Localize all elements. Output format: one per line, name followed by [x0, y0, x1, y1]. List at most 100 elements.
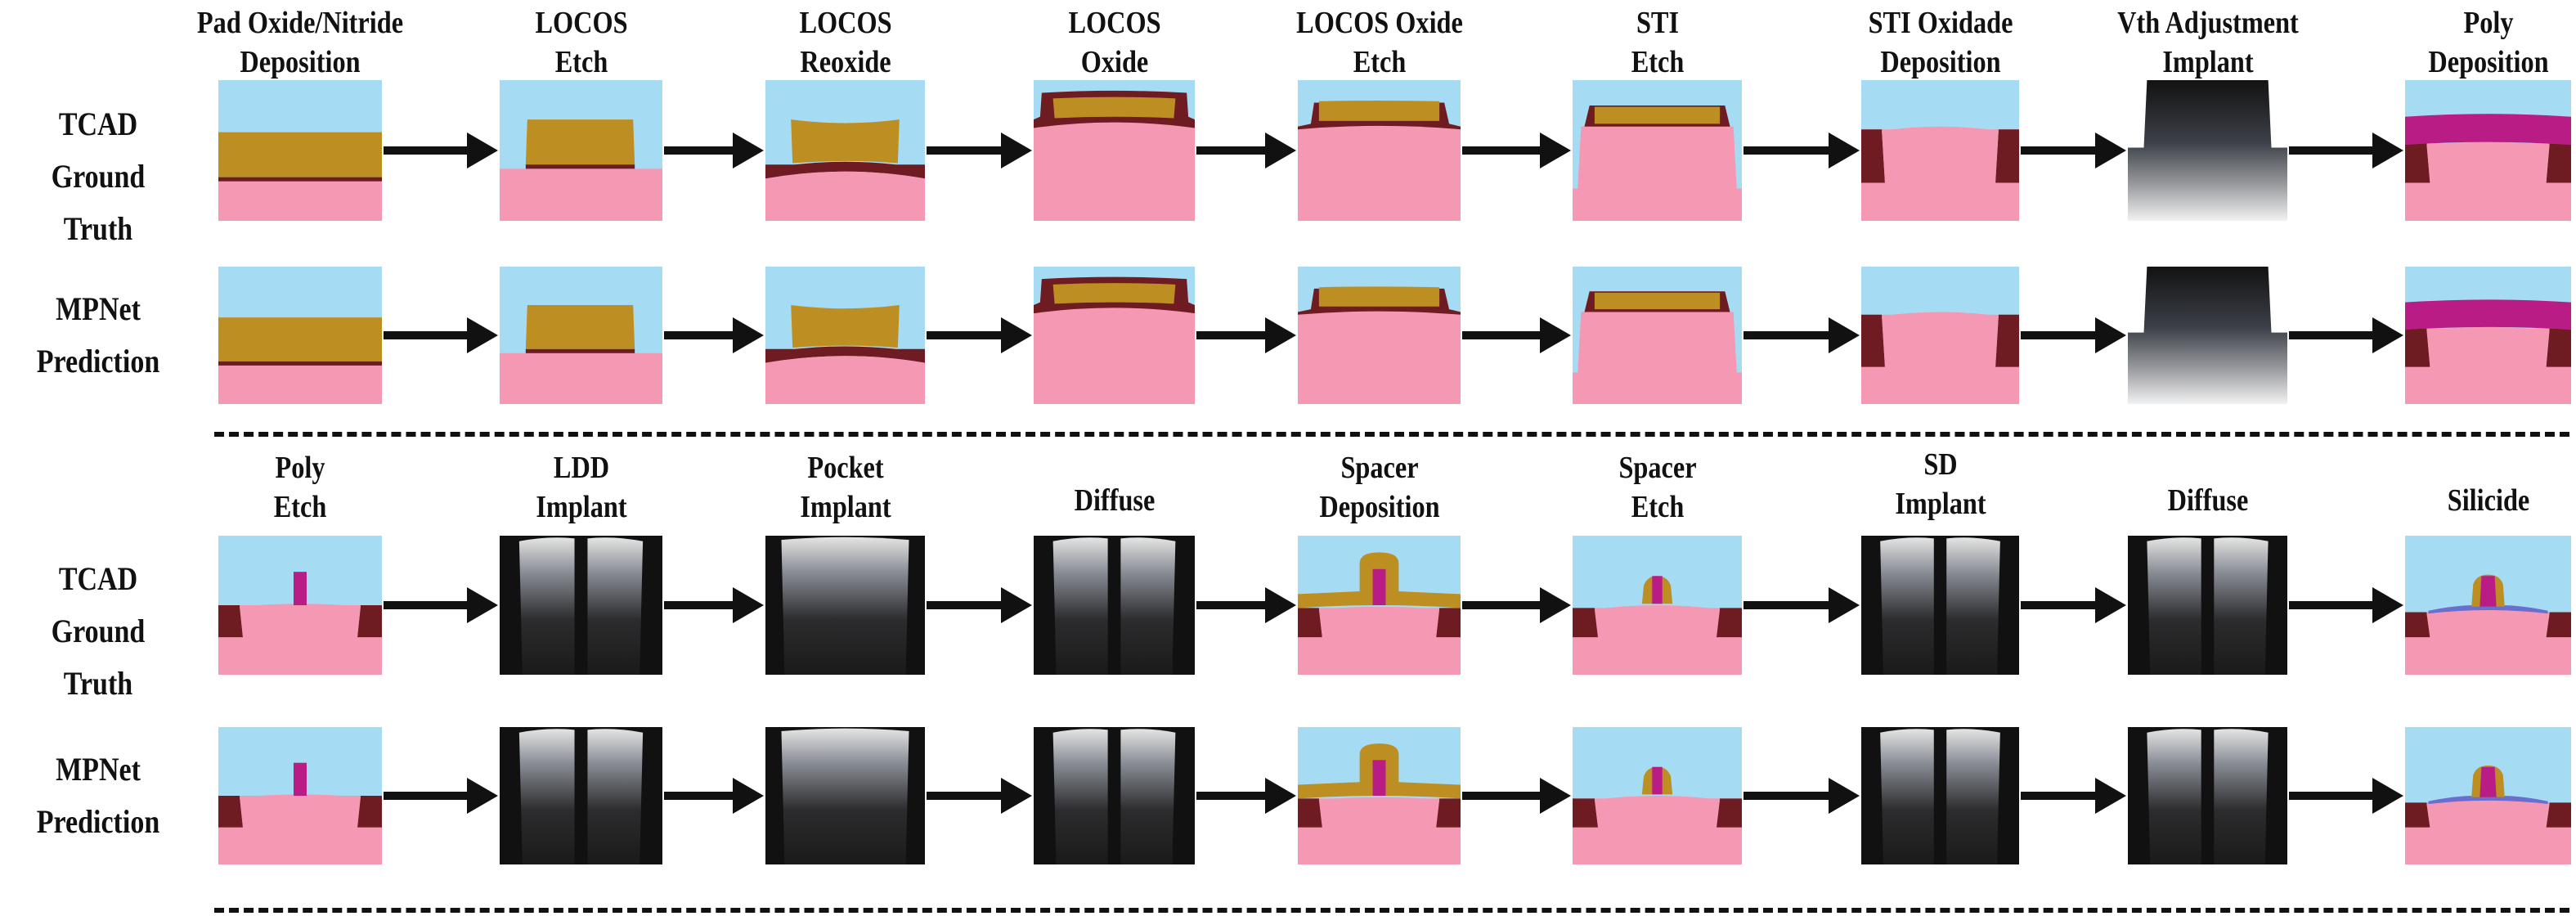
substrate	[218, 365, 382, 404]
nitride-layer	[218, 317, 382, 361]
cross-section-spacer-dep	[1298, 536, 1461, 675]
step-title-line: LDD	[553, 451, 609, 485]
doping-right	[2214, 729, 2269, 864]
arrow-shaft	[384, 331, 470, 339]
doping-left	[2147, 729, 2201, 864]
arrow-shaft	[384, 792, 470, 800]
cross-section-image	[1034, 536, 1195, 675]
arrow-head	[1829, 132, 1860, 168]
sti-oxide-right	[1995, 314, 2019, 367]
arrow-head	[1540, 587, 1571, 623]
cross-section-image	[1861, 536, 2019, 675]
arrow-shaft	[1744, 601, 1832, 609]
arrow-shaft	[2021, 331, 2098, 339]
cross-section-implant	[1861, 727, 2019, 864]
nitride-block	[1052, 97, 1176, 119]
cross-section-locos-oxide	[1034, 267, 1195, 404]
sti-oxide-left	[218, 605, 243, 638]
pad-oxide	[218, 177, 382, 182]
arrow-head	[1540, 132, 1571, 168]
sti-oxide-right	[2546, 612, 2571, 638]
cross-section-image	[218, 727, 382, 864]
substrate	[1573, 309, 1742, 404]
step-title-line: Oxide	[1080, 45, 1148, 79]
cross-section-image	[1573, 727, 1742, 864]
silicide-layer	[2428, 605, 2548, 614]
step-title-line: LOCOS	[1067, 6, 1161, 40]
doping-right	[587, 537, 644, 675]
poly-gate	[2480, 576, 2497, 607]
cross-section-locos-oxide	[1034, 80, 1195, 221]
doping-right	[587, 729, 644, 864]
arrow-head	[1001, 132, 1032, 168]
active-region	[2426, 800, 2550, 828]
sti-oxide-left	[1861, 314, 1885, 367]
step-title-line: Etch	[1631, 45, 1684, 79]
arrow-shaft	[927, 601, 1004, 609]
step-title-line: Deposition	[1318, 490, 1440, 524]
pad-oxide	[525, 348, 635, 353]
sti-oxide-right	[357, 796, 382, 828]
step-title-line: Deposition	[2427, 45, 2549, 79]
cross-section-image	[1034, 80, 1195, 221]
step-title: Diffuse	[990, 481, 1240, 520]
section-divider	[214, 432, 2569, 437]
doping-left	[1052, 537, 1108, 675]
nitride-block	[1594, 106, 1721, 124]
cross-section-silicide	[2405, 536, 2571, 675]
cross-section-silicide	[2405, 727, 2571, 864]
doping-profile	[2128, 80, 2287, 221]
doping-left	[1880, 537, 1934, 675]
step-title-line: Implant	[2161, 45, 2254, 79]
cross-section-image	[765, 536, 925, 675]
sti-oxide-left	[1298, 608, 1322, 638]
step-title-line: Etch	[1631, 490, 1684, 524]
arrow-head	[467, 587, 498, 623]
arrow-shaft	[664, 331, 736, 339]
doping-left	[1052, 729, 1108, 864]
arrow-shaft	[1196, 331, 1268, 339]
nitride-block	[1594, 292, 1721, 310]
poly-gate	[1372, 760, 1386, 796]
step-title-line: Diffuse	[2167, 483, 2248, 518]
arrow-head	[2095, 317, 2126, 353]
substrate	[765, 171, 925, 221]
sti-oxide-right	[1995, 129, 2019, 183]
step-title-line: Diffuse	[1074, 483, 1155, 518]
cross-section-poly-dep	[2405, 80, 2571, 221]
arrow-shaft	[1462, 331, 1543, 339]
step-title-line: LOCOS	[534, 6, 628, 40]
step-title: LOCOS Oxide	[990, 3, 1240, 82]
cross-section-image	[2128, 536, 2287, 675]
sti-oxide-left	[1298, 798, 1322, 828]
cross-section-sti-etch	[1573, 80, 1742, 221]
substrate	[500, 352, 662, 404]
doping-left	[2147, 537, 2201, 675]
nitride-block	[791, 305, 900, 348]
substrate	[1298, 125, 1461, 221]
doping-profile	[2128, 267, 2287, 404]
step-title: Diffuse	[2083, 481, 2333, 520]
doping-left	[518, 729, 575, 864]
arrow-shaft	[664, 146, 736, 155]
doping-profile	[781, 728, 909, 864]
cross-section-implant	[1034, 727, 1195, 864]
nitride-block	[1318, 100, 1440, 121]
sti-oxide-left	[1861, 129, 1885, 183]
substrate	[1298, 311, 1461, 404]
arrow-head	[1265, 317, 1296, 353]
sti-oxide-right	[1716, 608, 1742, 638]
section-divider	[214, 908, 2569, 913]
row-label-line: TCAD	[58, 106, 138, 142]
cross-section-image	[500, 536, 662, 675]
cross-section-image	[1298, 727, 1461, 864]
arrow-head	[2095, 132, 2126, 168]
step-title-line: Implant	[799, 490, 891, 524]
